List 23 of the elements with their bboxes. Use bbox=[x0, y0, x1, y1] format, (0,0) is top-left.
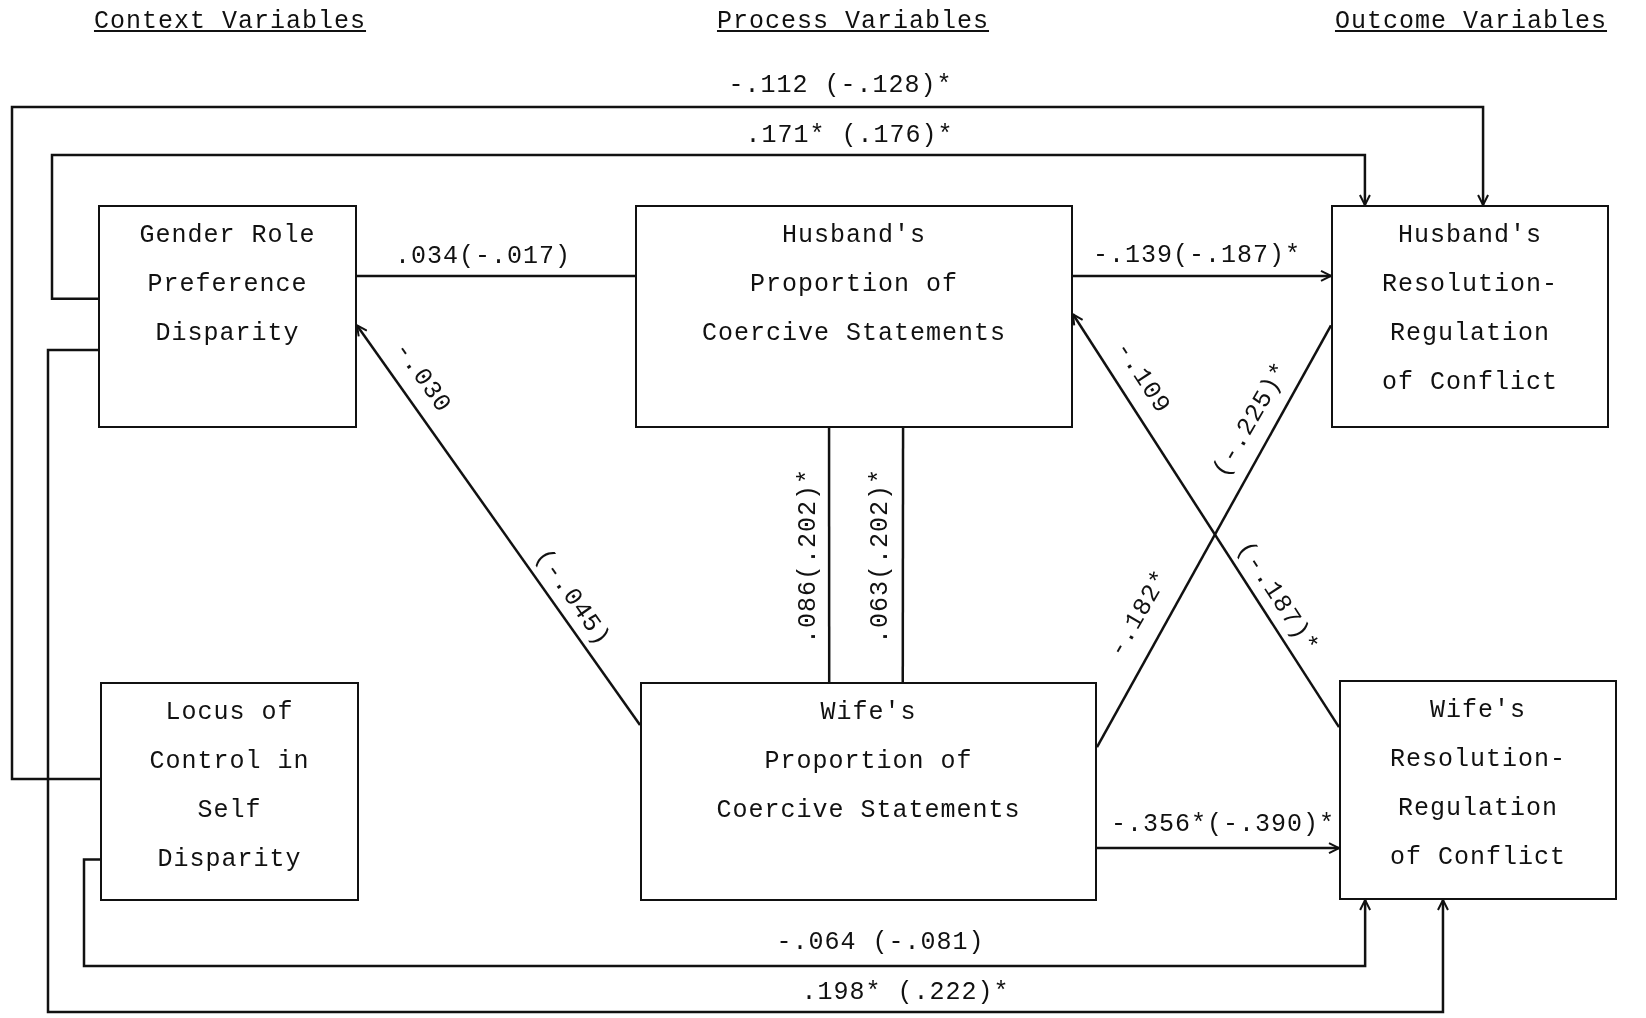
variable-name: Husband's Proportion of Coercive Statements bbox=[700, 220, 1007, 350]
variable-name: Wife's Proportion of Coercive Statements bbox=[716, 697, 1021, 827]
variable-name: Gender Role Preference Disparity bbox=[138, 220, 317, 350]
path-arrow bbox=[10, 105, 1490, 781]
path-arrow bbox=[82, 858, 1372, 968]
variable-name: Locus of Control in Self Disparity bbox=[148, 697, 311, 876]
column-heading: Context Variables bbox=[94, 7, 366, 37]
variable-box bbox=[635, 205, 1073, 428]
variable-name: Husband's Resolution-Regulation of Conflict bbox=[1381, 220, 1559, 399]
path-arrow bbox=[46, 348, 1449, 1014]
column-heading: Outcome Variables bbox=[1335, 7, 1607, 37]
variable-box bbox=[640, 682, 1097, 901]
variable-box bbox=[1331, 205, 1609, 428]
variable-box bbox=[98, 205, 357, 428]
path-arrow bbox=[1071, 313, 1341, 728]
column-heading: Process Variables bbox=[717, 7, 989, 37]
variable-box bbox=[100, 682, 359, 901]
path-arrow bbox=[1097, 842, 1340, 855]
path-arrow bbox=[355, 324, 641, 726]
path-arrow bbox=[50, 153, 1371, 300]
variable-name: Wife's Resolution-Regulation of Conflict bbox=[1389, 695, 1567, 874]
variable-box bbox=[1339, 680, 1617, 900]
path-arrow bbox=[1073, 269, 1332, 282]
